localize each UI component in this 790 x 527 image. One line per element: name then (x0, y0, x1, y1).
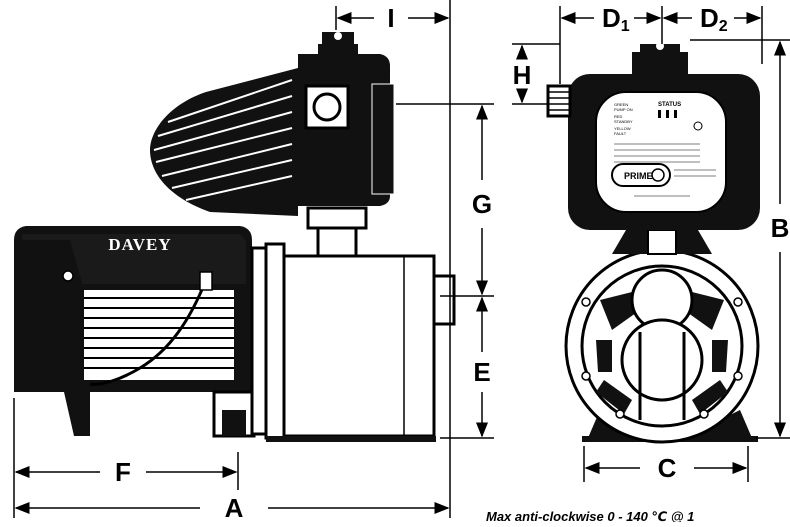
dim-label-d1: D1 (602, 3, 630, 35)
dim-label-g: G (472, 189, 492, 219)
front-view-pump: STATUS GREEN PUMP ON RED STANDBY YELLOW … (546, 42, 760, 444)
dim-label-d1-letter: D (602, 3, 621, 33)
dim-label-a: A (225, 493, 244, 522)
side-view-pump: DAVEY (14, 32, 456, 442)
dimension-lines (13, 0, 790, 518)
dim-label-c: C (658, 453, 677, 483)
yellow-desc: FAULT (614, 131, 627, 136)
green-desc: PUMP ON (614, 107, 633, 112)
brand-logo: DAVEY (108, 235, 171, 254)
yellow-label: YELLOW (614, 126, 631, 131)
dim-label-b: B (771, 213, 790, 243)
prime-label: PRIME (624, 171, 653, 181)
red-desc: STANDBY (614, 119, 633, 124)
status-label: STATUS (658, 102, 681, 108)
dim-label-e: E (473, 357, 490, 387)
dim-label-h: H (513, 60, 532, 90)
dimension-labels: A F I G E H D1 D2 B C (115, 3, 790, 523)
dim-label-i: I (387, 3, 394, 33)
dim-label-d2: D2 (700, 3, 728, 35)
green-label: GREEN (614, 102, 628, 107)
dim-label-d1-sub: 1 (621, 18, 630, 35)
dim-label-d2-letter: D (700, 3, 719, 33)
dim-label-d2-sub: 2 (719, 18, 728, 35)
red-label: RED (614, 114, 623, 119)
dim-label-f: F (115, 457, 131, 487)
footer-note: Max anti-clockwise 0 - 140 ℃ @ 1 (486, 509, 694, 522)
